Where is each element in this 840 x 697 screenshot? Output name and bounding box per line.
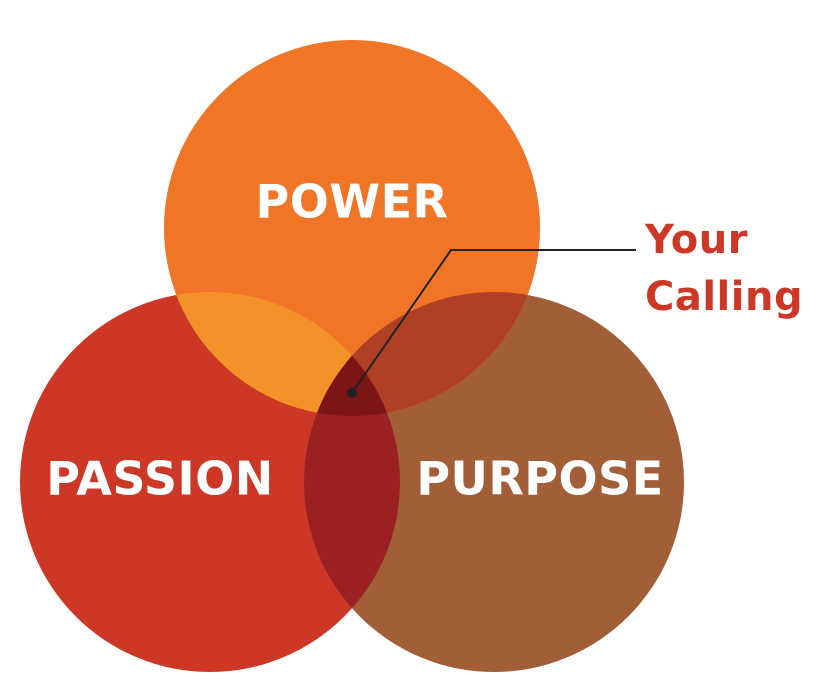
power-purpose-overlap [304,292,540,416]
purpose-label: PURPOSE [416,452,663,506]
callout-line1: Your [644,217,748,263]
passion-label: PASSION [46,452,274,506]
power-label: POWER [256,175,449,229]
callout-dot [347,388,357,398]
callout-line2: Calling [645,274,803,320]
callout-line [351,249,636,394]
power-passion-overlap [164,292,400,416]
